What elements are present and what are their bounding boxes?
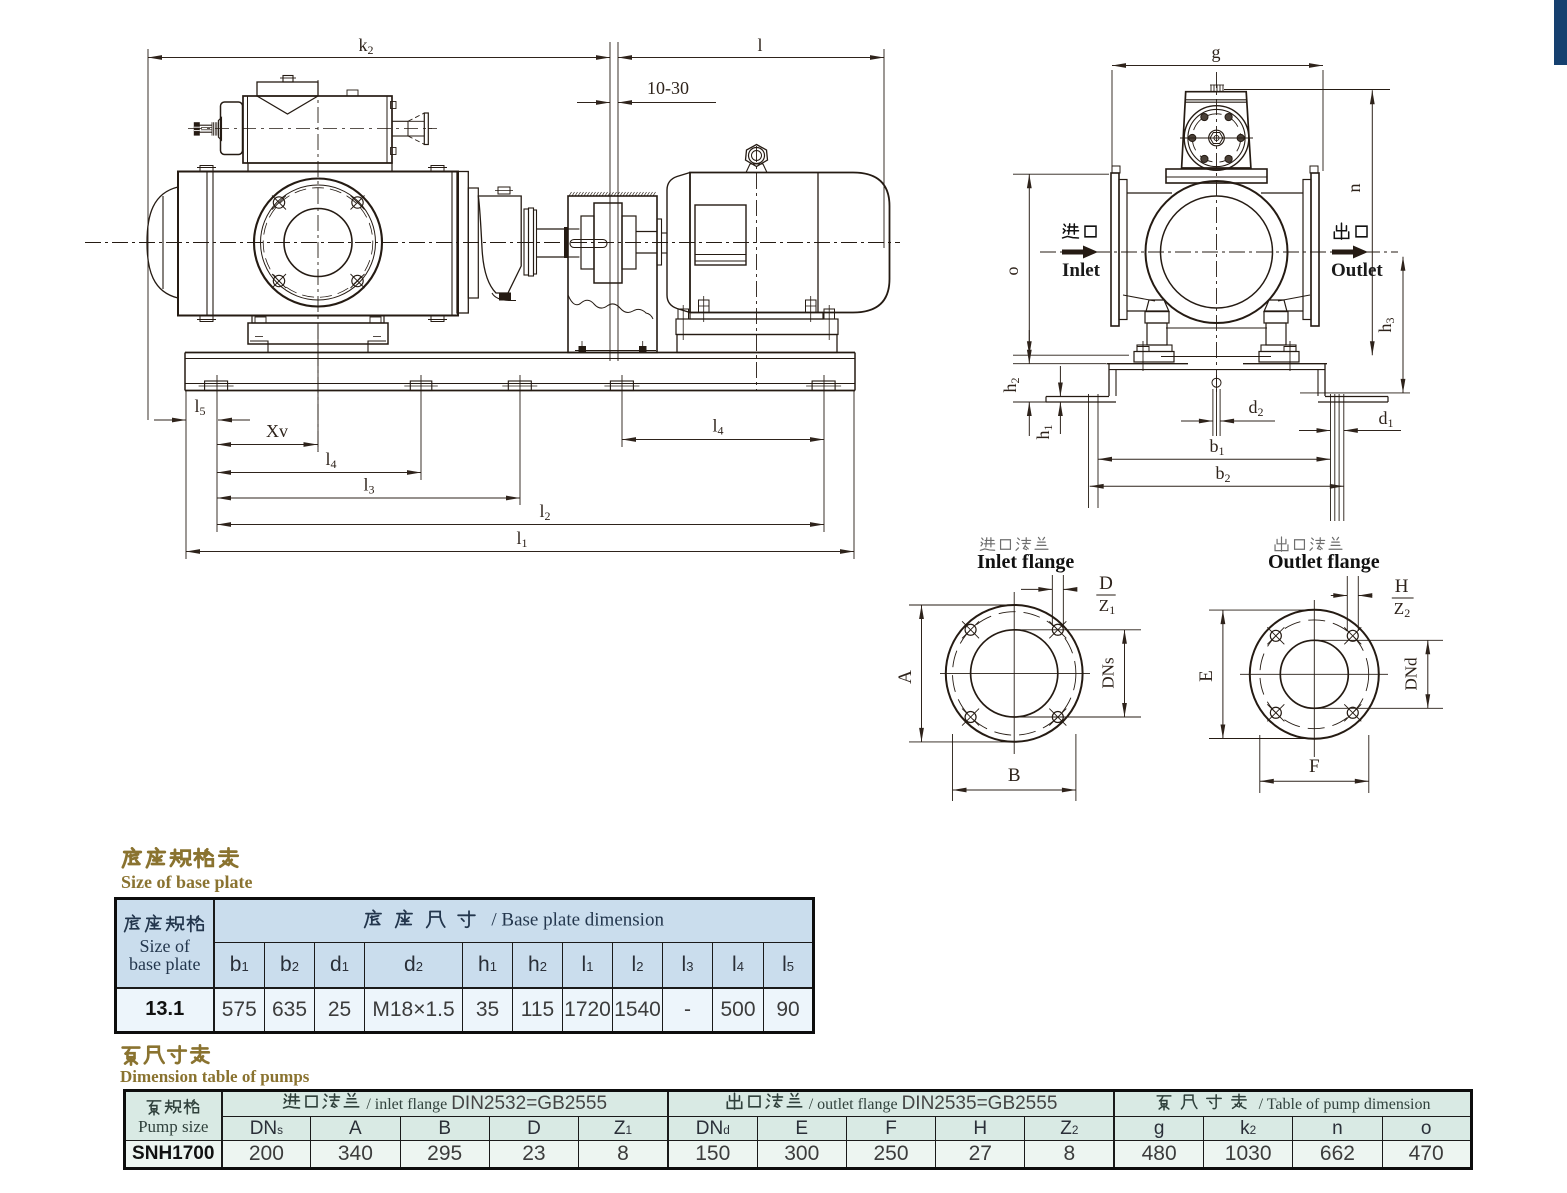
svg-text:DNs: DNs [1099, 657, 1118, 688]
svg-text:10-30: 10-30 [647, 78, 689, 98]
svg-text:l: l [757, 35, 762, 55]
svg-text:Xv: Xv [266, 421, 288, 441]
svg-text:Z1: Z1 [1099, 596, 1115, 617]
svg-text:g: g [1212, 42, 1221, 62]
svg-text:A: A [895, 670, 916, 684]
svg-text:h2: h2 [1000, 378, 1022, 393]
svg-text:Inlet: Inlet [1062, 260, 1101, 281]
svg-text:l4: l4 [325, 449, 336, 471]
svg-text:l1: l1 [516, 528, 527, 550]
svg-text:l3: l3 [363, 475, 374, 497]
svg-text:Outlet: Outlet [1331, 260, 1383, 281]
svg-text:l4: l4 [712, 416, 723, 438]
svg-text:n: n [1344, 184, 1364, 193]
svg-text:H: H [1395, 576, 1409, 597]
svg-text:E: E [1196, 670, 1217, 682]
svg-text:b2: b2 [1216, 463, 1231, 485]
svg-text:d2: d2 [1249, 397, 1264, 419]
svg-text:D: D [1099, 573, 1113, 594]
svg-text:l2: l2 [539, 501, 550, 523]
svg-text:h3: h3 [1375, 318, 1397, 333]
svg-text:F: F [1309, 756, 1320, 777]
svg-text:Z2: Z2 [1394, 599, 1410, 620]
svg-text:d1: d1 [1379, 408, 1394, 430]
svg-text:b1: b1 [1210, 436, 1225, 458]
svg-text:h1: h1 [1033, 425, 1055, 440]
svg-text:k2: k2 [359, 35, 374, 57]
svg-text:l5: l5 [194, 396, 205, 418]
svg-text:DNd: DNd [1402, 657, 1421, 691]
svg-text:o: o [1002, 267, 1022, 276]
svg-text:B: B [1008, 765, 1021, 786]
